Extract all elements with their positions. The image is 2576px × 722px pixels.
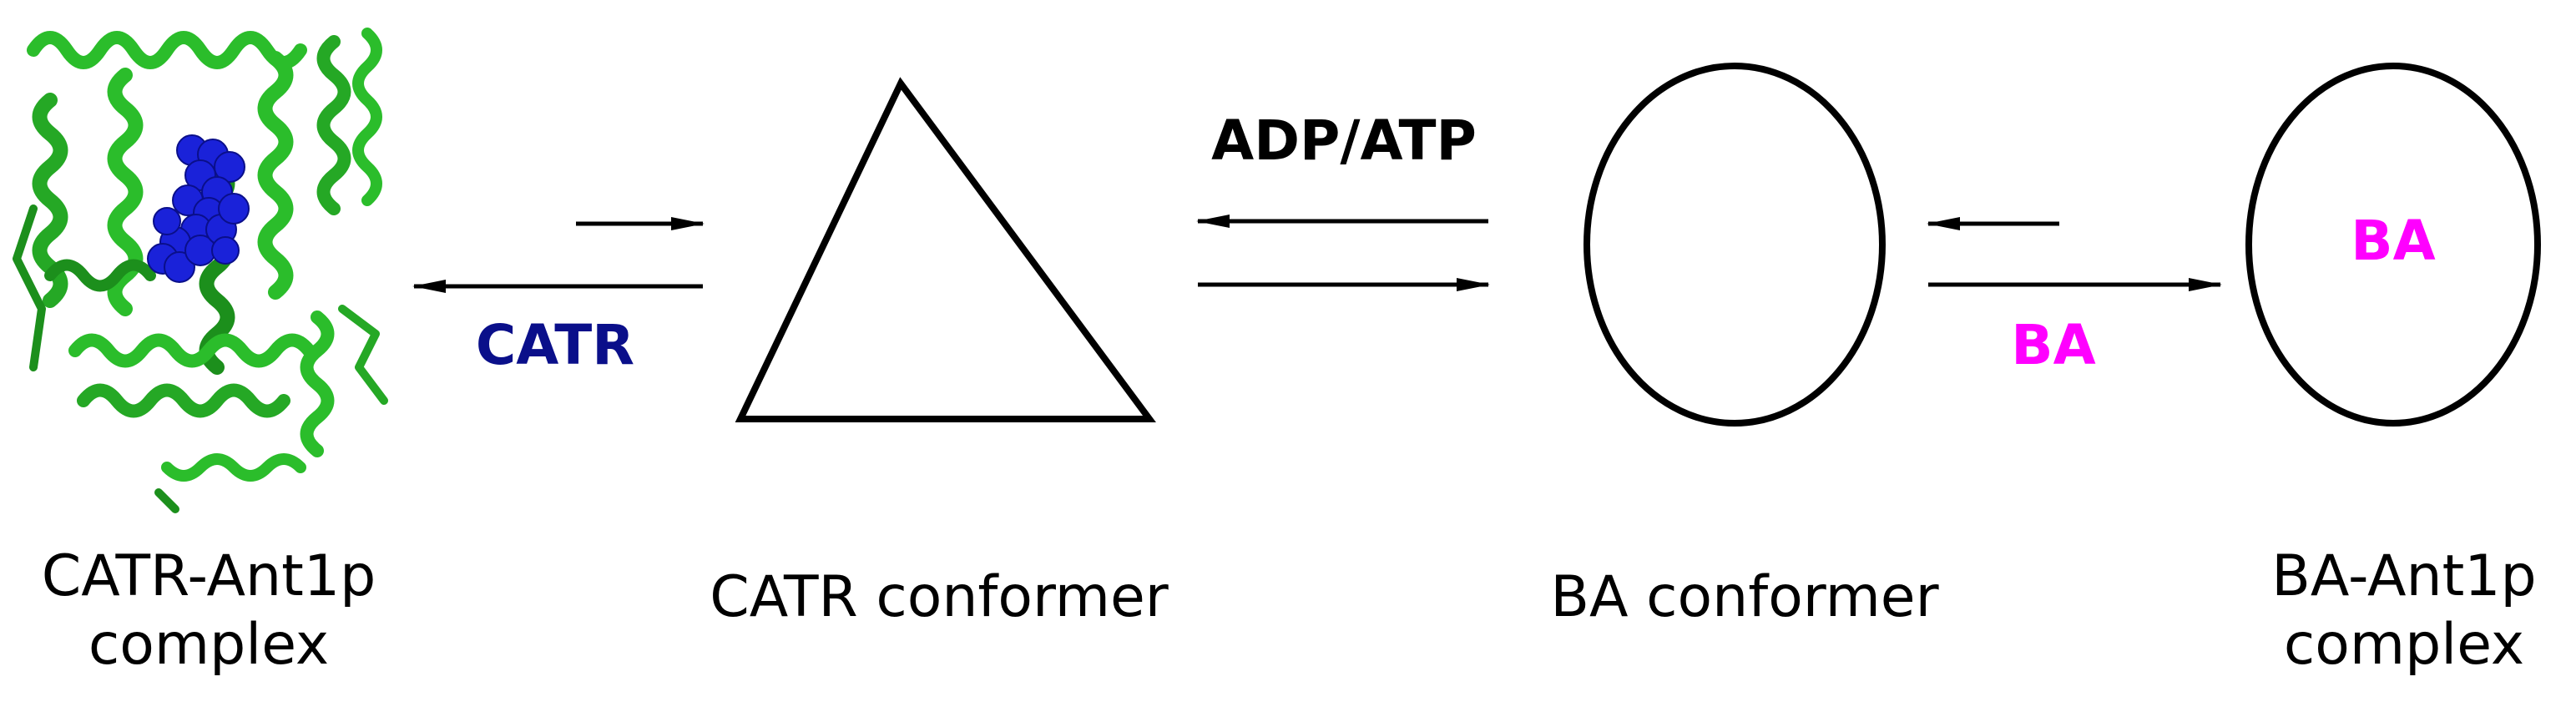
- ba-complex-label-line1: BA-Ant1p: [2271, 543, 2537, 609]
- catr-complex-label: CATR-Ant1p complex: [17, 543, 401, 679]
- ba-complex-label: BA-Ant1p complex: [2245, 543, 2563, 679]
- catr-conformer-shape: [735, 77, 1156, 422]
- catr-complex-label-line1: CATR-Ant1p: [41, 543, 376, 609]
- catr-conformer-label: CATR conformer: [710, 564, 1169, 630]
- ba-complex-label-line2: complex: [2283, 612, 2525, 678]
- protein-ribbon-icon: [13, 28, 388, 513]
- ba-complex-shape: [2245, 63, 2541, 427]
- ba-inside-label: BA: [2351, 209, 2436, 273]
- ba-conformer-label: BA conformer: [1550, 564, 1939, 630]
- catr-complex-label-line2: complex: [88, 612, 330, 678]
- ba-arrow-label: BA: [2011, 313, 2096, 377]
- adp-atp-label: ADP/ATP: [1211, 109, 1477, 173]
- catr-arrow-label: CATR: [475, 313, 635, 377]
- ba-conformer-shape: [1583, 63, 1886, 427]
